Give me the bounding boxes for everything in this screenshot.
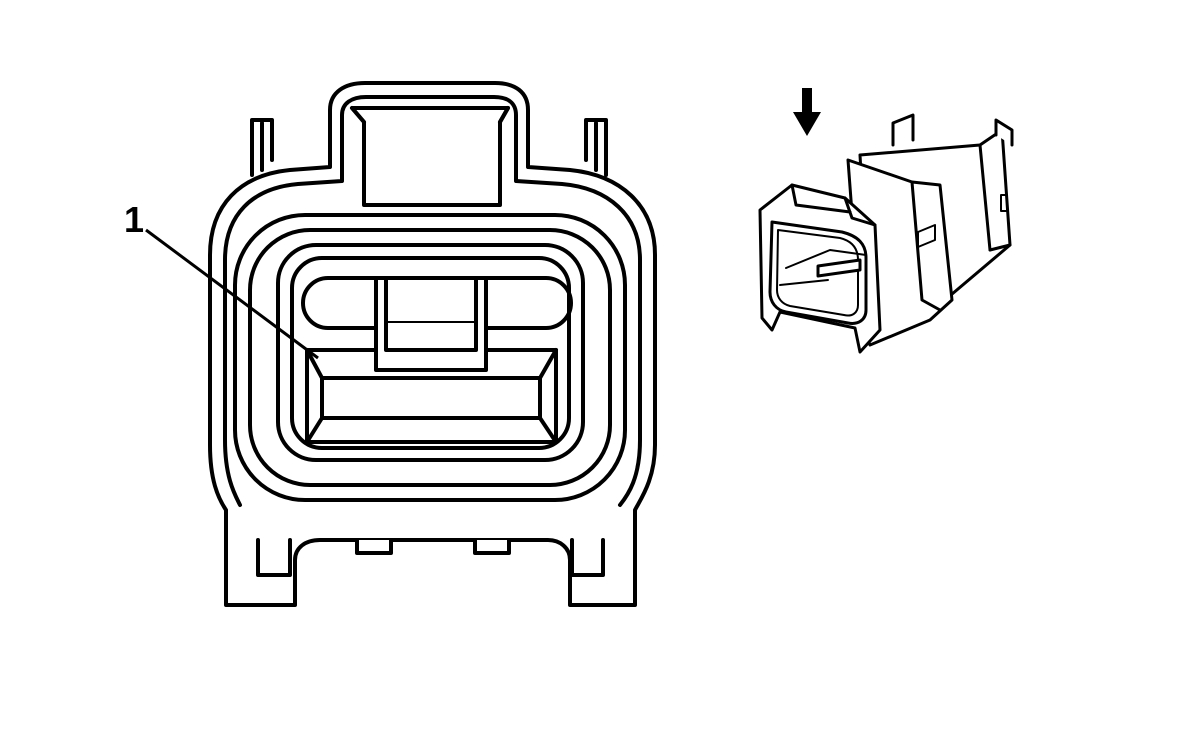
bottom-feet bbox=[256, 538, 605, 577]
terminal-cavity bbox=[305, 348, 558, 444]
callout-leader-1 bbox=[145, 228, 319, 360]
callout-label-1: 1 bbox=[124, 199, 144, 240]
housing-inner-edge bbox=[223, 95, 642, 507]
seal-ring-inner bbox=[248, 228, 612, 487]
cavity-frame-inner bbox=[290, 256, 571, 450]
connector-face-view: 1 bbox=[124, 81, 657, 607]
seal-ring-outer bbox=[233, 213, 627, 502]
center-key bbox=[374, 276, 488, 372]
down-arrow-icon bbox=[793, 88, 821, 136]
top-latch bbox=[350, 106, 510, 207]
side-posts bbox=[250, 118, 608, 177]
connector-iso-view bbox=[758, 88, 1014, 354]
